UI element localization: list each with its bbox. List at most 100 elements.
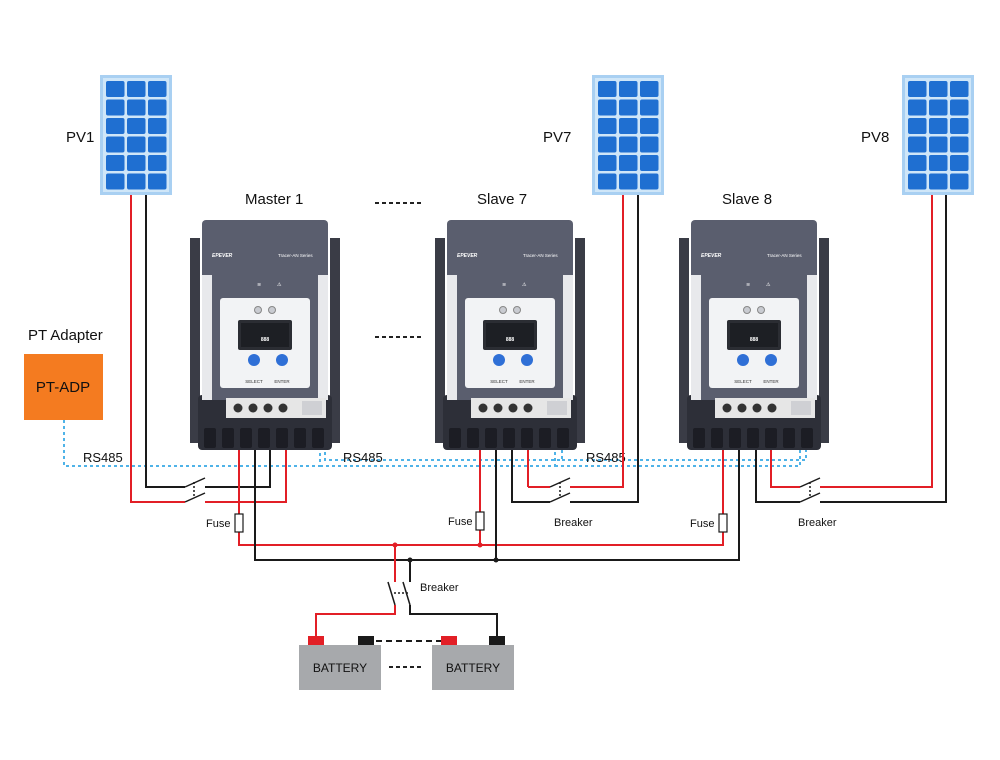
fuse-label-slave8: Fuse: [690, 518, 714, 530]
solar-cell: [950, 136, 969, 153]
solar-cell: [106, 155, 125, 171]
warning-icon: ⚠: [522, 282, 527, 288]
solar-cell: [127, 136, 146, 153]
solar-cell: [619, 118, 638, 134]
solar-cell: [950, 99, 969, 116]
solar-cell: [127, 99, 146, 116]
pv1-label: PV1: [66, 129, 94, 146]
battery-breaker: [387, 581, 411, 606]
fuse-slave8: [718, 513, 728, 533]
select-label: SELECT: [734, 379, 752, 384]
solar-cell: [640, 81, 659, 97]
battery-1-label: BATTERY: [313, 661, 367, 675]
solar-cell: [908, 155, 927, 171]
rs485-label-3: RS485: [586, 450, 626, 465]
solar-cell: [148, 173, 167, 190]
junction-dot-positive: [392, 542, 398, 548]
series-label: Tracer-AN Series: [278, 253, 313, 258]
brand-logo: EPEVER: [701, 253, 722, 259]
select-button[interactable]: [493, 354, 505, 366]
enter-label: ENTER: [519, 379, 535, 384]
solar-cell: [148, 118, 167, 134]
solar-cell: [950, 155, 969, 171]
solar-cell: [929, 118, 948, 134]
breaker-label-battery: Breaker: [420, 582, 459, 594]
lcd-readout: 888: [750, 337, 759, 343]
solar-cell: [908, 173, 927, 190]
breaker-label-pv7: Breaker: [554, 517, 593, 529]
enter-button[interactable]: [521, 354, 533, 366]
pv1-breaker: [184, 477, 206, 503]
solar-cell: [106, 136, 125, 153]
solar-cell: [148, 99, 167, 116]
heat-icon: ≋: [257, 282, 261, 288]
solar-cell: [598, 155, 617, 171]
lcd-readout: 888: [506, 337, 515, 343]
solar-cell: [598, 118, 617, 134]
solar-cell: [619, 155, 638, 171]
solar-cell: [148, 81, 167, 97]
fuse-master: [234, 513, 244, 533]
solar-cell: [929, 136, 948, 153]
master-1-title: Master 1: [245, 191, 303, 208]
enter-label: ENTER: [763, 379, 779, 384]
solar-cell: [148, 155, 167, 171]
lcd-readout: 888: [261, 337, 270, 343]
pv8-breaker: [799, 477, 821, 503]
series-label: Tracer-AN Series: [767, 253, 802, 258]
solar-cell: [929, 99, 948, 116]
pt-adp-box: [24, 354, 103, 420]
enter-button[interactable]: [276, 354, 288, 366]
solar-cell: [619, 136, 638, 153]
solar-cell: [127, 118, 146, 134]
solar-cell: [619, 99, 638, 116]
solar-cell: [908, 136, 927, 153]
battery-1: [299, 636, 381, 690]
solar-cell: [106, 118, 125, 134]
solar-cell: [148, 136, 167, 153]
brand-logo: EPEVER: [212, 253, 233, 259]
brand-logo: EPEVER: [457, 253, 478, 259]
slave-7-title: Slave 7: [477, 191, 527, 208]
fuse-label-master: Fuse: [206, 518, 230, 530]
pv7-breaker: [549, 477, 571, 503]
solar-cell: [127, 155, 146, 171]
rs485-label-1: RS485: [83, 450, 123, 465]
solar-cell: [908, 118, 927, 134]
solar-cell: [929, 155, 948, 171]
select-button[interactable]: [248, 354, 260, 366]
solar-cell: [640, 173, 659, 190]
enter-label: ENTER: [274, 379, 290, 384]
battery-2: [432, 636, 514, 690]
solar-cell: [950, 118, 969, 134]
solar-cell: [640, 118, 659, 134]
pv7-label: PV7: [543, 129, 571, 146]
solar-cell: [127, 81, 146, 97]
enter-button[interactable]: [765, 354, 777, 366]
pt-adp-label: PT-ADP: [36, 379, 90, 396]
pv8-label: PV8: [861, 129, 889, 146]
solar-cell: [908, 81, 927, 97]
solar-cell: [908, 99, 927, 116]
solar-cell: [619, 173, 638, 190]
series-label: Tracer-AN Series: [523, 253, 558, 258]
heat-icon: ≋: [746, 282, 750, 288]
slave-8-title: Slave 8: [722, 191, 772, 208]
warning-icon: ⚠: [766, 282, 771, 288]
solar-cell: [106, 99, 125, 116]
solar-cell: [640, 136, 659, 153]
solar-cell: [640, 155, 659, 171]
solar-cell: [598, 81, 617, 97]
solar-cell: [598, 173, 617, 190]
solar-cell: [929, 173, 948, 190]
solar-cell: [106, 81, 125, 97]
select-button[interactable]: [737, 354, 749, 366]
battery-2-label: BATTERY: [446, 661, 500, 675]
fuse-label-slave7: Fuse: [448, 516, 472, 528]
solar-cell: [619, 81, 638, 97]
solar-cell: [950, 173, 969, 190]
